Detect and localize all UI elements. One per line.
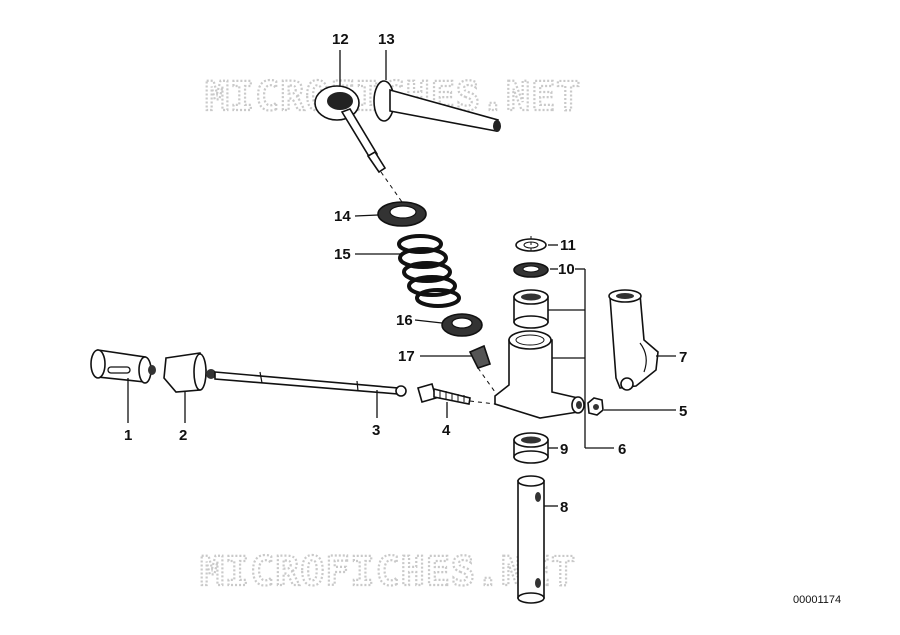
shim[interactable]: [515, 236, 547, 254]
callout-16[interactable]: 16: [396, 312, 413, 329]
rocker-arm[interactable]: [608, 289, 659, 391]
intake-valve[interactable]: [314, 85, 387, 174]
push-rod[interactable]: [214, 371, 407, 397]
watermark-bottom: MICROFICHES.NET: [200, 549, 576, 595]
callout-14[interactable]: 14: [334, 208, 351, 225]
tappet[interactable]: [163, 352, 216, 393]
callout-3[interactable]: 3: [372, 422, 380, 439]
callout-11[interactable]: 11: [560, 237, 576, 254]
upper-spring-retainer[interactable]: [377, 201, 427, 227]
thrust-washer[interactable]: [513, 262, 549, 278]
callout-15[interactable]: 15: [334, 246, 351, 263]
rocker-arm-body[interactable]: [494, 330, 585, 419]
lower-spring-seat[interactable]: [441, 313, 483, 337]
leader-lines: [127, 50, 676, 507]
adjusting-screw[interactable]: [417, 383, 496, 405]
callout-1[interactable]: 1: [124, 427, 132, 444]
upper-needle-bearing[interactable]: [513, 289, 549, 329]
needle-bearing[interactable]: [513, 432, 549, 464]
callout-numbers: 12 13 14 15 16 17 1 2 3 4 11 10 7 5 9 6 …: [124, 31, 687, 516]
callout-8[interactable]: 8: [560, 499, 568, 516]
callout-5[interactable]: 5: [679, 403, 687, 420]
callout-10[interactable]: 10: [558, 261, 575, 278]
valve-collet[interactable]: [468, 344, 496, 393]
callout-6[interactable]: 6: [618, 441, 626, 458]
callout-17[interactable]: 17: [398, 348, 415, 365]
callout-13[interactable]: 13: [378, 31, 395, 48]
hex-nut[interactable]: [587, 397, 604, 416]
diagram-reference-number: 00001174: [793, 594, 841, 606]
callout-2[interactable]: 2: [179, 427, 187, 444]
rocker-shaft[interactable]: [517, 475, 545, 604]
callout-12[interactable]: 12: [332, 31, 349, 48]
exhaust-valve[interactable]: [373, 80, 501, 132]
valve-spring[interactable]: [397, 234, 461, 308]
tappet-guide[interactable]: [90, 349, 156, 384]
callout-9[interactable]: 9: [560, 441, 568, 458]
callout-7[interactable]: 7: [679, 349, 687, 366]
callout-4[interactable]: 4: [442, 422, 451, 439]
